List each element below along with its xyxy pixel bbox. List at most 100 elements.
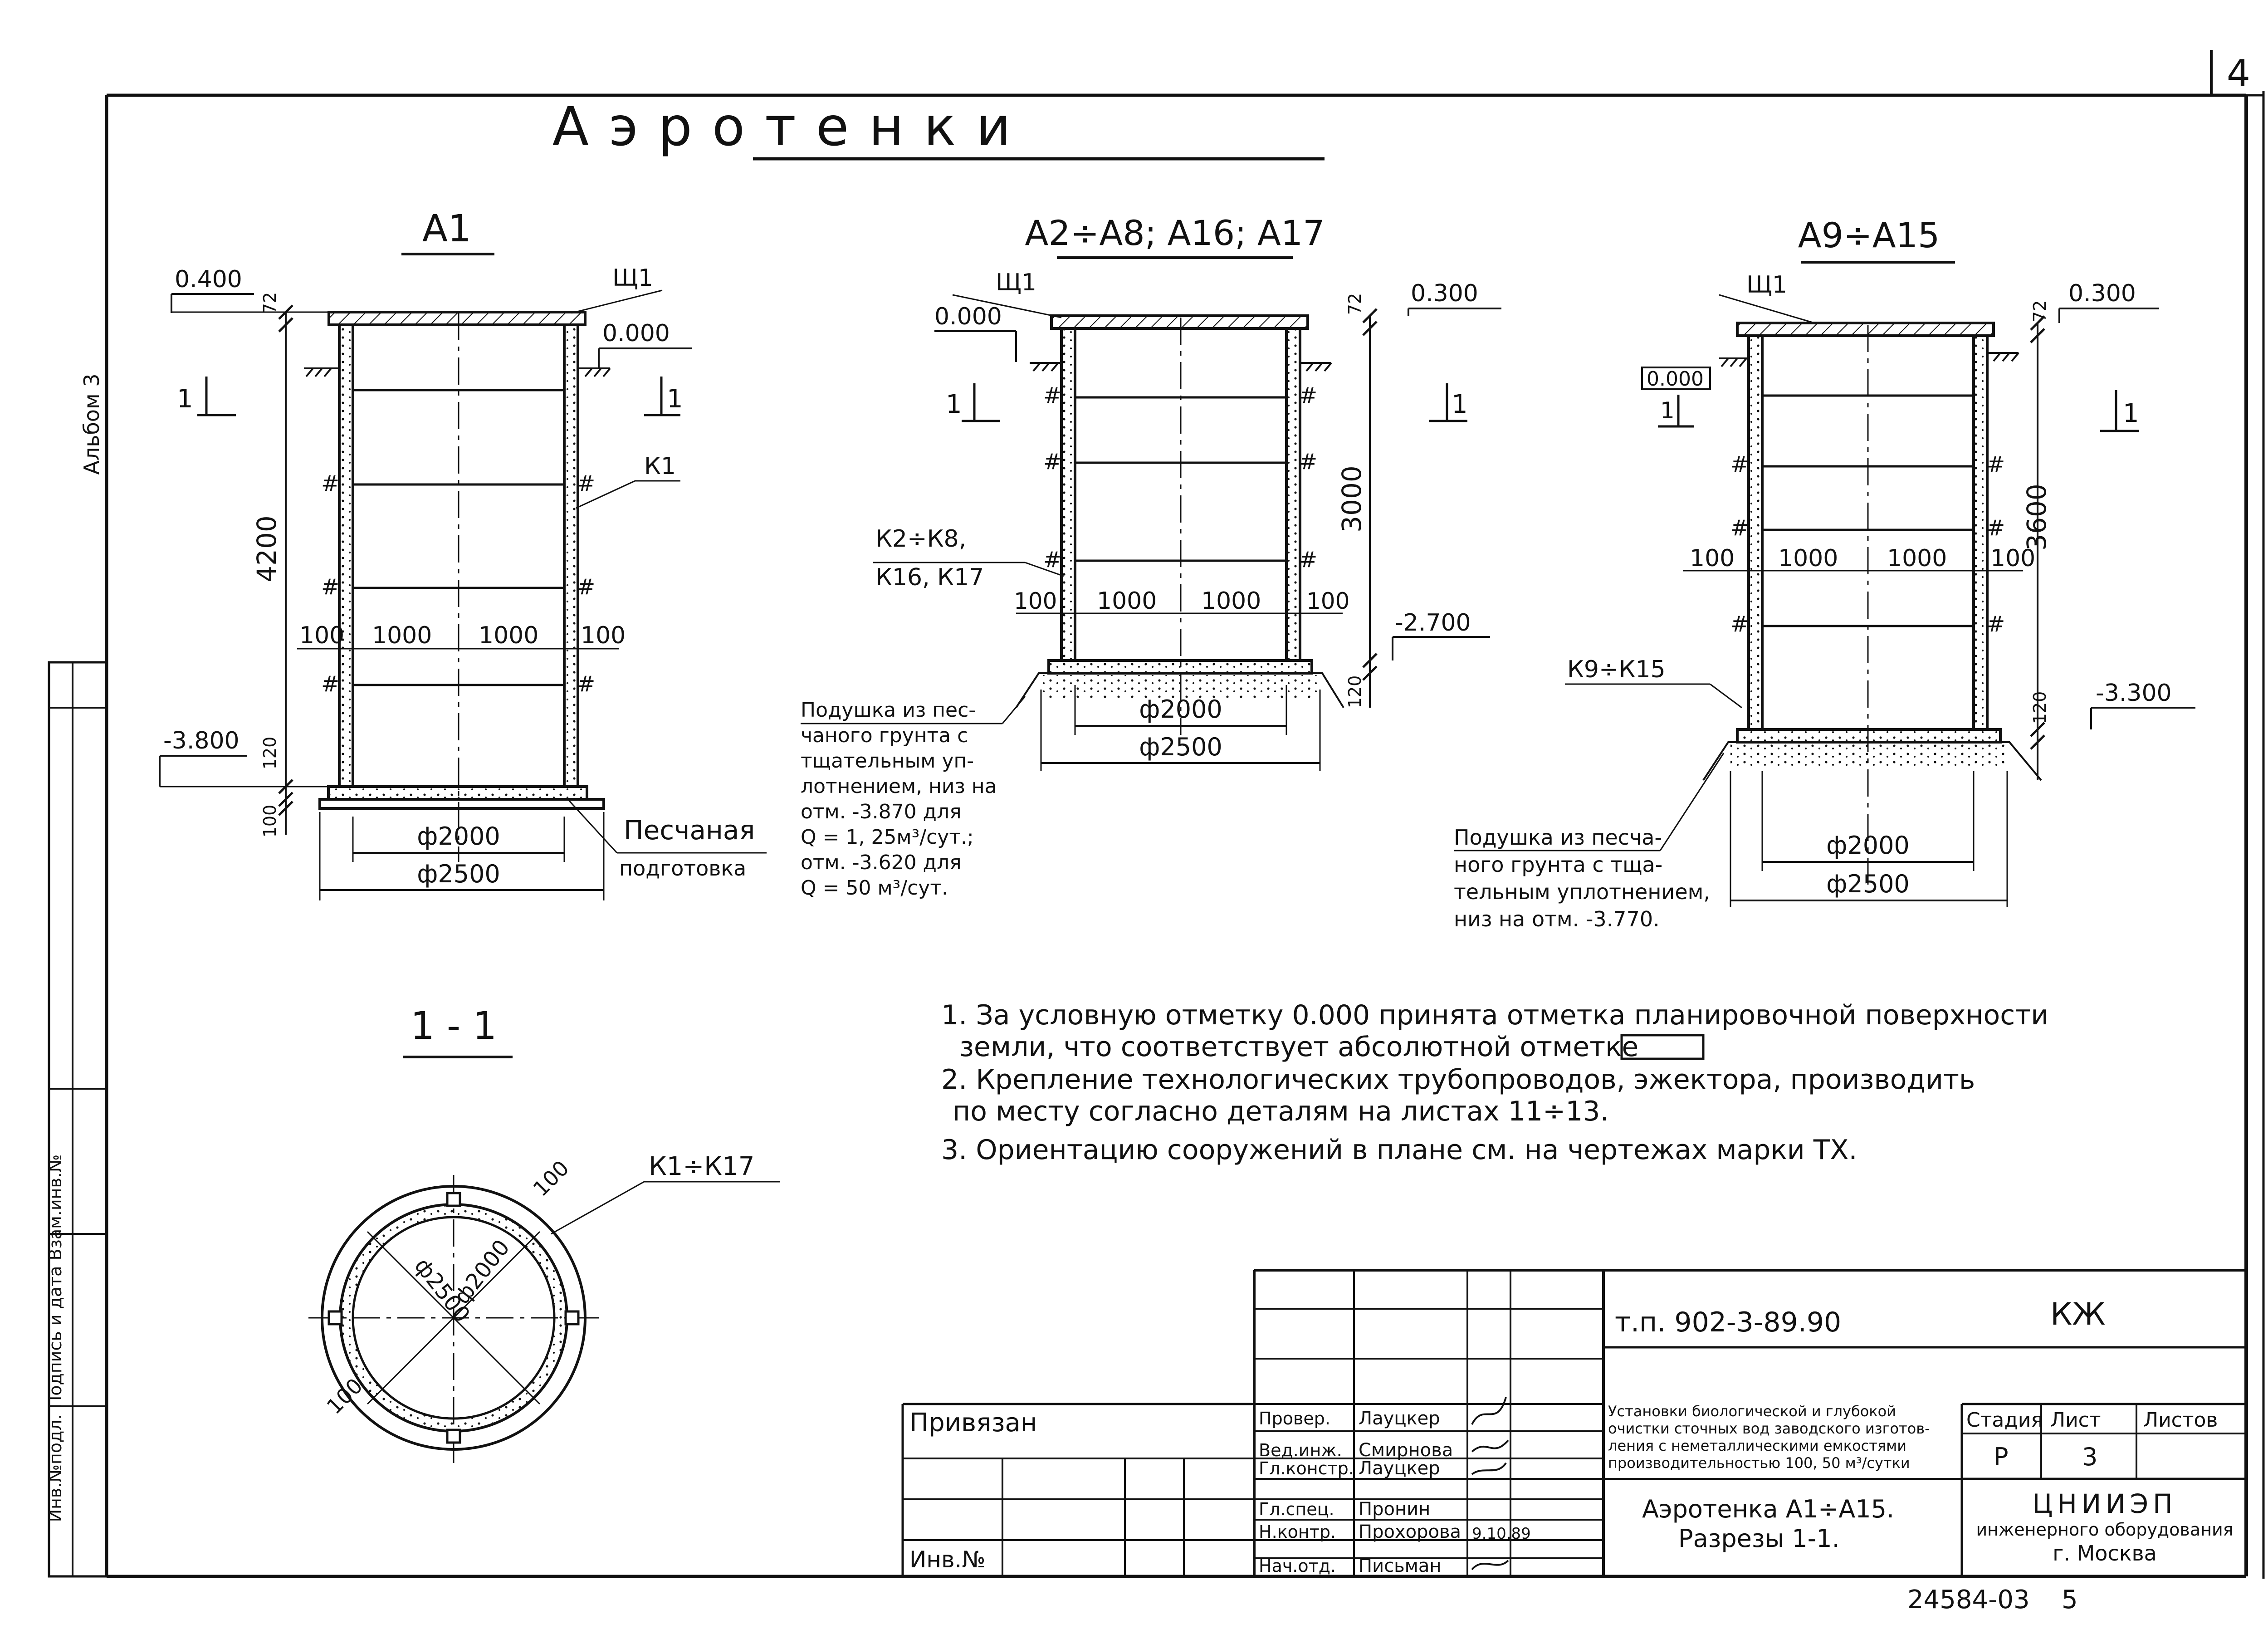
svg-text:#: # — [1299, 449, 1317, 475]
view-a2-name: А2÷А8; А16; А17 — [1025, 213, 1325, 253]
section-1-1: 1 - 1 ф2500 ф2000 100 100 К1÷К17 — [308, 1003, 780, 1463]
svg-text:ного грунта с тща-: ного грунта с тща- — [1454, 852, 1662, 877]
svg-text:1: 1 — [1660, 397, 1675, 424]
svg-text:#: # — [1043, 383, 1061, 408]
a9-anchor-marks: ## ## ## — [1730, 452, 2005, 637]
sign-date: 9.10.89 — [1472, 1525, 1531, 1543]
a9-left-wall — [1747, 334, 1764, 731]
a1-span-left: 1000 — [372, 622, 432, 649]
a2-bed-note: Подушка из пес- чаного грунта с тщательн… — [801, 699, 997, 900]
inv-label: Инв.№ — [909, 1546, 985, 1573]
a1-ground-hatch — [304, 367, 611, 377]
svg-text:#: # — [1730, 612, 1749, 637]
sheet-corner-number: 4 — [2227, 52, 2250, 95]
a9-sand-cushion — [1702, 741, 2042, 781]
a1-ring-label: К1 — [644, 453, 676, 480]
view-a9: А9÷А15 ## ## ## 3600 — [1454, 215, 2195, 931]
svg-text:Q = 1, 25м³/сут.;: Q = 1, 25м³/сут.; — [801, 826, 974, 849]
title-block: т.п. 902-3-89.90 КЖ Привязан Инв.№ Прове… — [901, 1269, 2246, 1576]
a9-base-thickness: 120 — [2030, 691, 2050, 724]
a9-wall-left: 100 — [1690, 545, 1735, 572]
a1-bottom-level: -3.800 — [163, 727, 240, 754]
svg-text:Установки биологической и глуб: Установки биологической и глубокой — [1608, 1403, 1896, 1420]
section-ring-label: К1÷К17 — [649, 1152, 754, 1181]
a2-bottom-level: -2.700 — [1395, 609, 1471, 636]
section-inner-diameter: ф2000 — [449, 1235, 515, 1309]
svg-text:Лауцкер: Лауцкер — [1359, 1408, 1440, 1429]
org-name: ЦНИИЭП — [2032, 1488, 2177, 1519]
org-subtitle: инженерного оборудования — [1976, 1520, 2233, 1540]
a1-outer-diameter: ф2500 — [417, 860, 500, 888]
a1-height: 4200 — [251, 515, 282, 582]
org-city: г. Москва — [2053, 1541, 2157, 1566]
view-a2: А2÷А8; А16; А17 ## ## ## 300 — [801, 213, 1501, 900]
a2-ground-level: 0.000 — [934, 303, 1002, 330]
a1-lid-label: Щ1 — [612, 264, 653, 292]
a1-ground-level: 0.000 — [602, 320, 670, 347]
a9-section-mark-right: 1 — [2100, 390, 2139, 432]
svg-text:отм. -3.870 для: отм. -3.870 для — [801, 800, 962, 823]
svg-text:1: 1 — [2123, 399, 2139, 428]
svg-text:Письман: Письман — [1359, 1556, 1441, 1576]
section-wall-top: 100 — [528, 1156, 574, 1201]
a1-bed-note-line1: Песчаная — [624, 815, 755, 846]
page-number: 5 — [2062, 1585, 2078, 1614]
a2-section-mark-right: 1 — [1429, 383, 1468, 422]
sheets-label: Листов — [2143, 1409, 2218, 1432]
a1-anchor-marks: ## ## ## — [321, 471, 595, 697]
svg-text:#: # — [1987, 515, 2005, 541]
svg-text:Гл.констр.: Гл.констр. — [1259, 1458, 1354, 1478]
a2-top-level: 0.300 — [1411, 280, 1478, 307]
project-code: т.п. 902-3-89.90 — [1615, 1306, 1841, 1338]
a2-ring-label-line2: К16, К17 — [875, 564, 984, 591]
a1-wall-left: 100 — [299, 622, 344, 649]
a1-prep-thickness: 100 — [260, 805, 280, 838]
svg-text:Н.контр.: Н.контр. — [1259, 1522, 1336, 1542]
svg-text:Прохорова: Прохорова — [1359, 1521, 1461, 1542]
a2-ground-hatch — [1030, 362, 1332, 372]
a2-ring-label-line1: К2÷К8, — [875, 525, 966, 553]
svg-text:Нач.отд.: Нач.отд. — [1259, 1556, 1336, 1576]
note-1-line2: земли, что соответствует абсолютной отме… — [959, 1031, 1638, 1063]
svg-text:#: # — [1299, 547, 1317, 572]
view-a9-name: А9÷А15 — [1798, 215, 1940, 255]
a1-lid-slab — [327, 311, 587, 326]
svg-text:#: # — [1730, 515, 1749, 541]
a2-lid-thickness: 72 — [1345, 293, 1365, 315]
note-blank-absolute-level — [1620, 1034, 1705, 1060]
svg-text:1: 1 — [1452, 390, 1468, 419]
a9-height: 3600 — [2021, 484, 2052, 551]
svg-text:Подушка из пес-: Подушка из пес- — [801, 699, 976, 722]
svg-text:низ на отм. -3.770.: низ на отм. -3.770. — [1454, 907, 1660, 931]
a9-ground-hatch — [1719, 352, 2019, 367]
section-axes — [308, 1175, 599, 1463]
svg-text:производительностью 100, 50 м³: производительностью 100, 50 м³/сутки — [1608, 1454, 1910, 1472]
a2-lid-label: Щ1 — [996, 269, 1036, 296]
general-notes: 1. За условную отметку 0.000 принята отм… — [941, 999, 2048, 1166]
svg-text:#: # — [577, 574, 595, 600]
svg-text:#: # — [1043, 449, 1061, 475]
album-label: Альбом 3 — [79, 373, 104, 475]
stage-value: Р — [1994, 1443, 2009, 1471]
a9-lid-slab — [1736, 322, 1995, 337]
svg-text:Вед.инж.: Вед.инж. — [1259, 1440, 1342, 1460]
svg-text:очистки сточных вод заводского: очистки сточных вод заводского изготов- — [1608, 1420, 1930, 1437]
a2-height: 3000 — [1336, 465, 1367, 533]
svg-text:Лауцкер: Лауцкер — [1359, 1458, 1440, 1479]
a9-section-mark-left: 1 — [1658, 395, 1694, 428]
drawing-title: Аэротенки — [552, 95, 1325, 161]
document-mark: КЖ — [2050, 1296, 2106, 1332]
a2-anchor-marks: ## ## ## — [1043, 383, 1317, 572]
a2-span-left: 1000 — [1097, 587, 1157, 615]
sheet-frame: 4 — [105, 50, 2265, 1579]
svg-text:1: 1 — [946, 390, 962, 419]
svg-text:Гл.спец.: Гл.спец. — [1259, 1499, 1334, 1519]
bound-label: Привязан — [909, 1408, 1037, 1438]
a1-left-wall — [338, 323, 354, 788]
svg-text:#: # — [321, 471, 339, 496]
svg-text:#: # — [1043, 547, 1061, 572]
svg-text:#: # — [1730, 452, 1749, 477]
a1-wall-right: 100 — [581, 622, 626, 649]
a9-top-level: 0.300 — [2068, 280, 2136, 307]
